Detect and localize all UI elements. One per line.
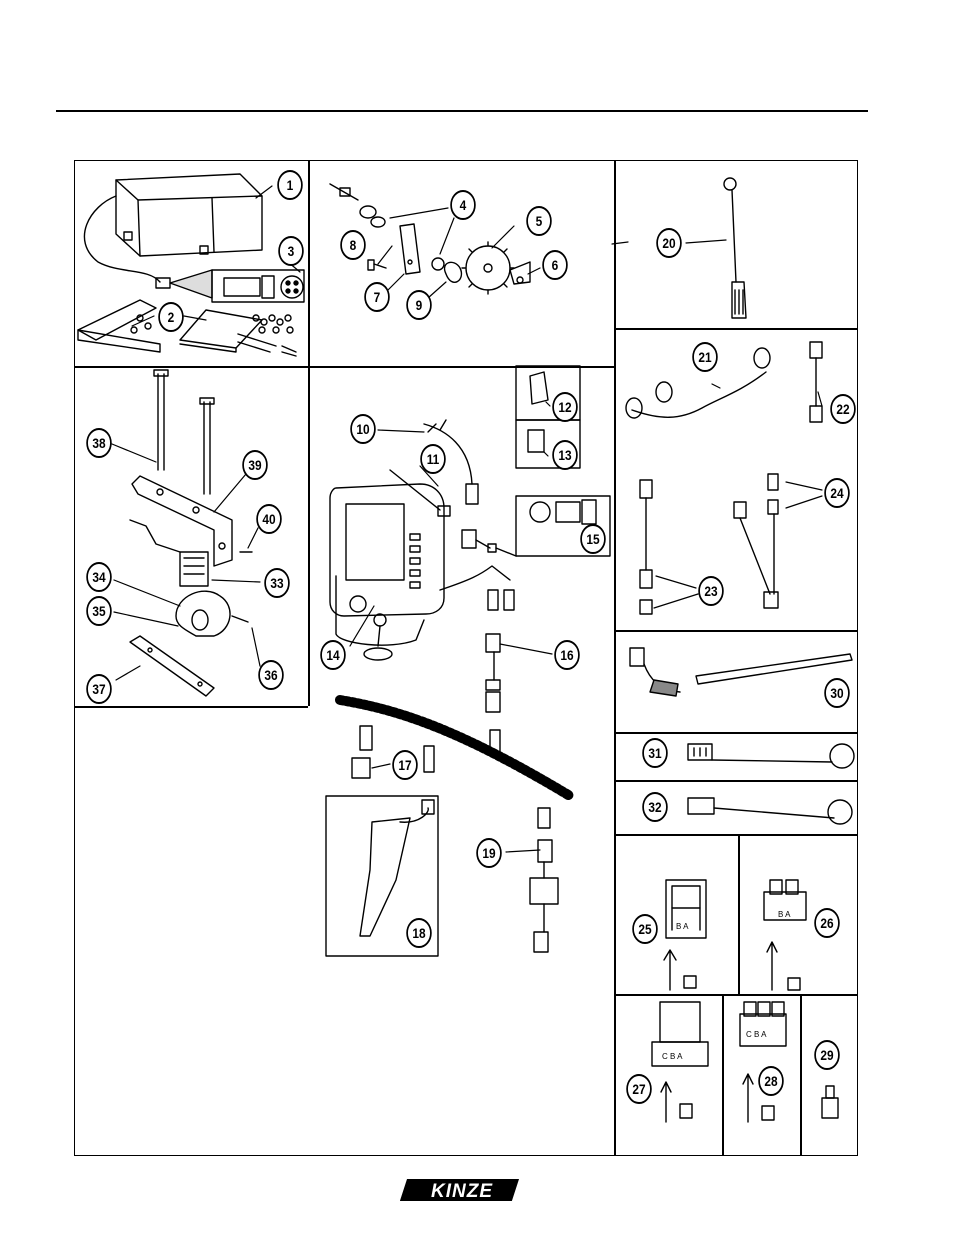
callout-19: 19 xyxy=(476,838,502,868)
harness-30-illustration xyxy=(630,648,852,696)
callout-16: 16 xyxy=(554,640,580,670)
connector-25-pin-label: B A xyxy=(676,922,688,931)
callout-2: 2 xyxy=(158,302,184,332)
callout-12: 12 xyxy=(552,392,578,422)
connector-26-pin-label: B A xyxy=(778,910,790,919)
callout-34: 34 xyxy=(86,562,112,592)
callout-8: 8 xyxy=(340,230,366,260)
callout-17: 17 xyxy=(392,750,418,780)
callout-3: 3 xyxy=(278,236,304,266)
connector-28-pin-label: C B A xyxy=(746,1030,766,1039)
callout-38: 38 xyxy=(86,428,112,458)
bracket-kit-illustration xyxy=(130,370,252,586)
probe-illustration xyxy=(724,178,746,318)
connector-27-pin-label: C B A xyxy=(662,1052,682,1061)
callout-29: 29 xyxy=(814,1040,840,1070)
callout-31: 31 xyxy=(642,738,668,768)
connector-25-illustration xyxy=(664,880,706,990)
callout-30: 30 xyxy=(824,678,850,708)
callout-24: 24 xyxy=(824,478,850,508)
callout-40: 40 xyxy=(256,504,282,534)
callout-26: 26 xyxy=(814,908,840,938)
callout-4: 4 xyxy=(450,190,476,220)
callout-39: 39 xyxy=(242,450,268,480)
callout-5: 5 xyxy=(526,206,552,236)
callout-10: 10 xyxy=(350,414,376,444)
callout-36: 36 xyxy=(258,660,284,690)
callout-7: 7 xyxy=(364,282,390,312)
connector-28-illustration xyxy=(740,1002,786,1122)
monitor-illustration xyxy=(330,484,444,660)
mounting-bracket-illustration xyxy=(78,300,296,356)
callout-18: 18 xyxy=(406,918,432,948)
harness-24-illustration xyxy=(734,474,778,608)
leader-lines xyxy=(112,186,822,852)
callout-32: 32 xyxy=(642,792,668,822)
callout-13: 13 xyxy=(552,440,578,470)
callout-22: 22 xyxy=(830,394,856,424)
callout-9: 9 xyxy=(406,290,432,320)
callout-35: 35 xyxy=(86,596,112,626)
harness-17-illustration xyxy=(340,700,570,796)
harness-19-illustration xyxy=(530,808,558,952)
callout-25: 25 xyxy=(632,914,658,944)
harness-31-illustration xyxy=(688,744,854,768)
callout-14: 14 xyxy=(320,640,346,670)
harness-32-illustration xyxy=(688,798,852,824)
harness-22-illustration xyxy=(810,342,822,422)
callout-21: 21 xyxy=(692,342,718,372)
harness-16-illustration xyxy=(486,634,500,712)
callout-28: 28 xyxy=(758,1066,784,1096)
kinze-logo-text: KINZE xyxy=(431,1181,493,1202)
callout-37: 37 xyxy=(86,674,112,704)
callout-15: 15 xyxy=(580,524,606,554)
module-box-illustration xyxy=(84,174,262,298)
callout-1: 1 xyxy=(277,170,303,200)
callout-20: 20 xyxy=(656,228,682,258)
harness-23-illustration xyxy=(640,480,652,614)
callout-6: 6 xyxy=(542,250,568,280)
cable-illustration xyxy=(390,420,516,610)
callout-27: 27 xyxy=(626,1074,652,1104)
kinze-logo: KINZE xyxy=(400,1176,524,1206)
callout-33: 33 xyxy=(264,568,290,598)
callout-11: 11 xyxy=(420,444,446,474)
callout-23: 23 xyxy=(698,576,724,606)
connector-29-illustration xyxy=(822,1086,838,1118)
connector-26-illustration xyxy=(764,880,806,990)
connector-inset xyxy=(212,270,304,302)
clamp-illustration xyxy=(130,591,248,696)
connector-27-illustration xyxy=(652,1002,708,1122)
